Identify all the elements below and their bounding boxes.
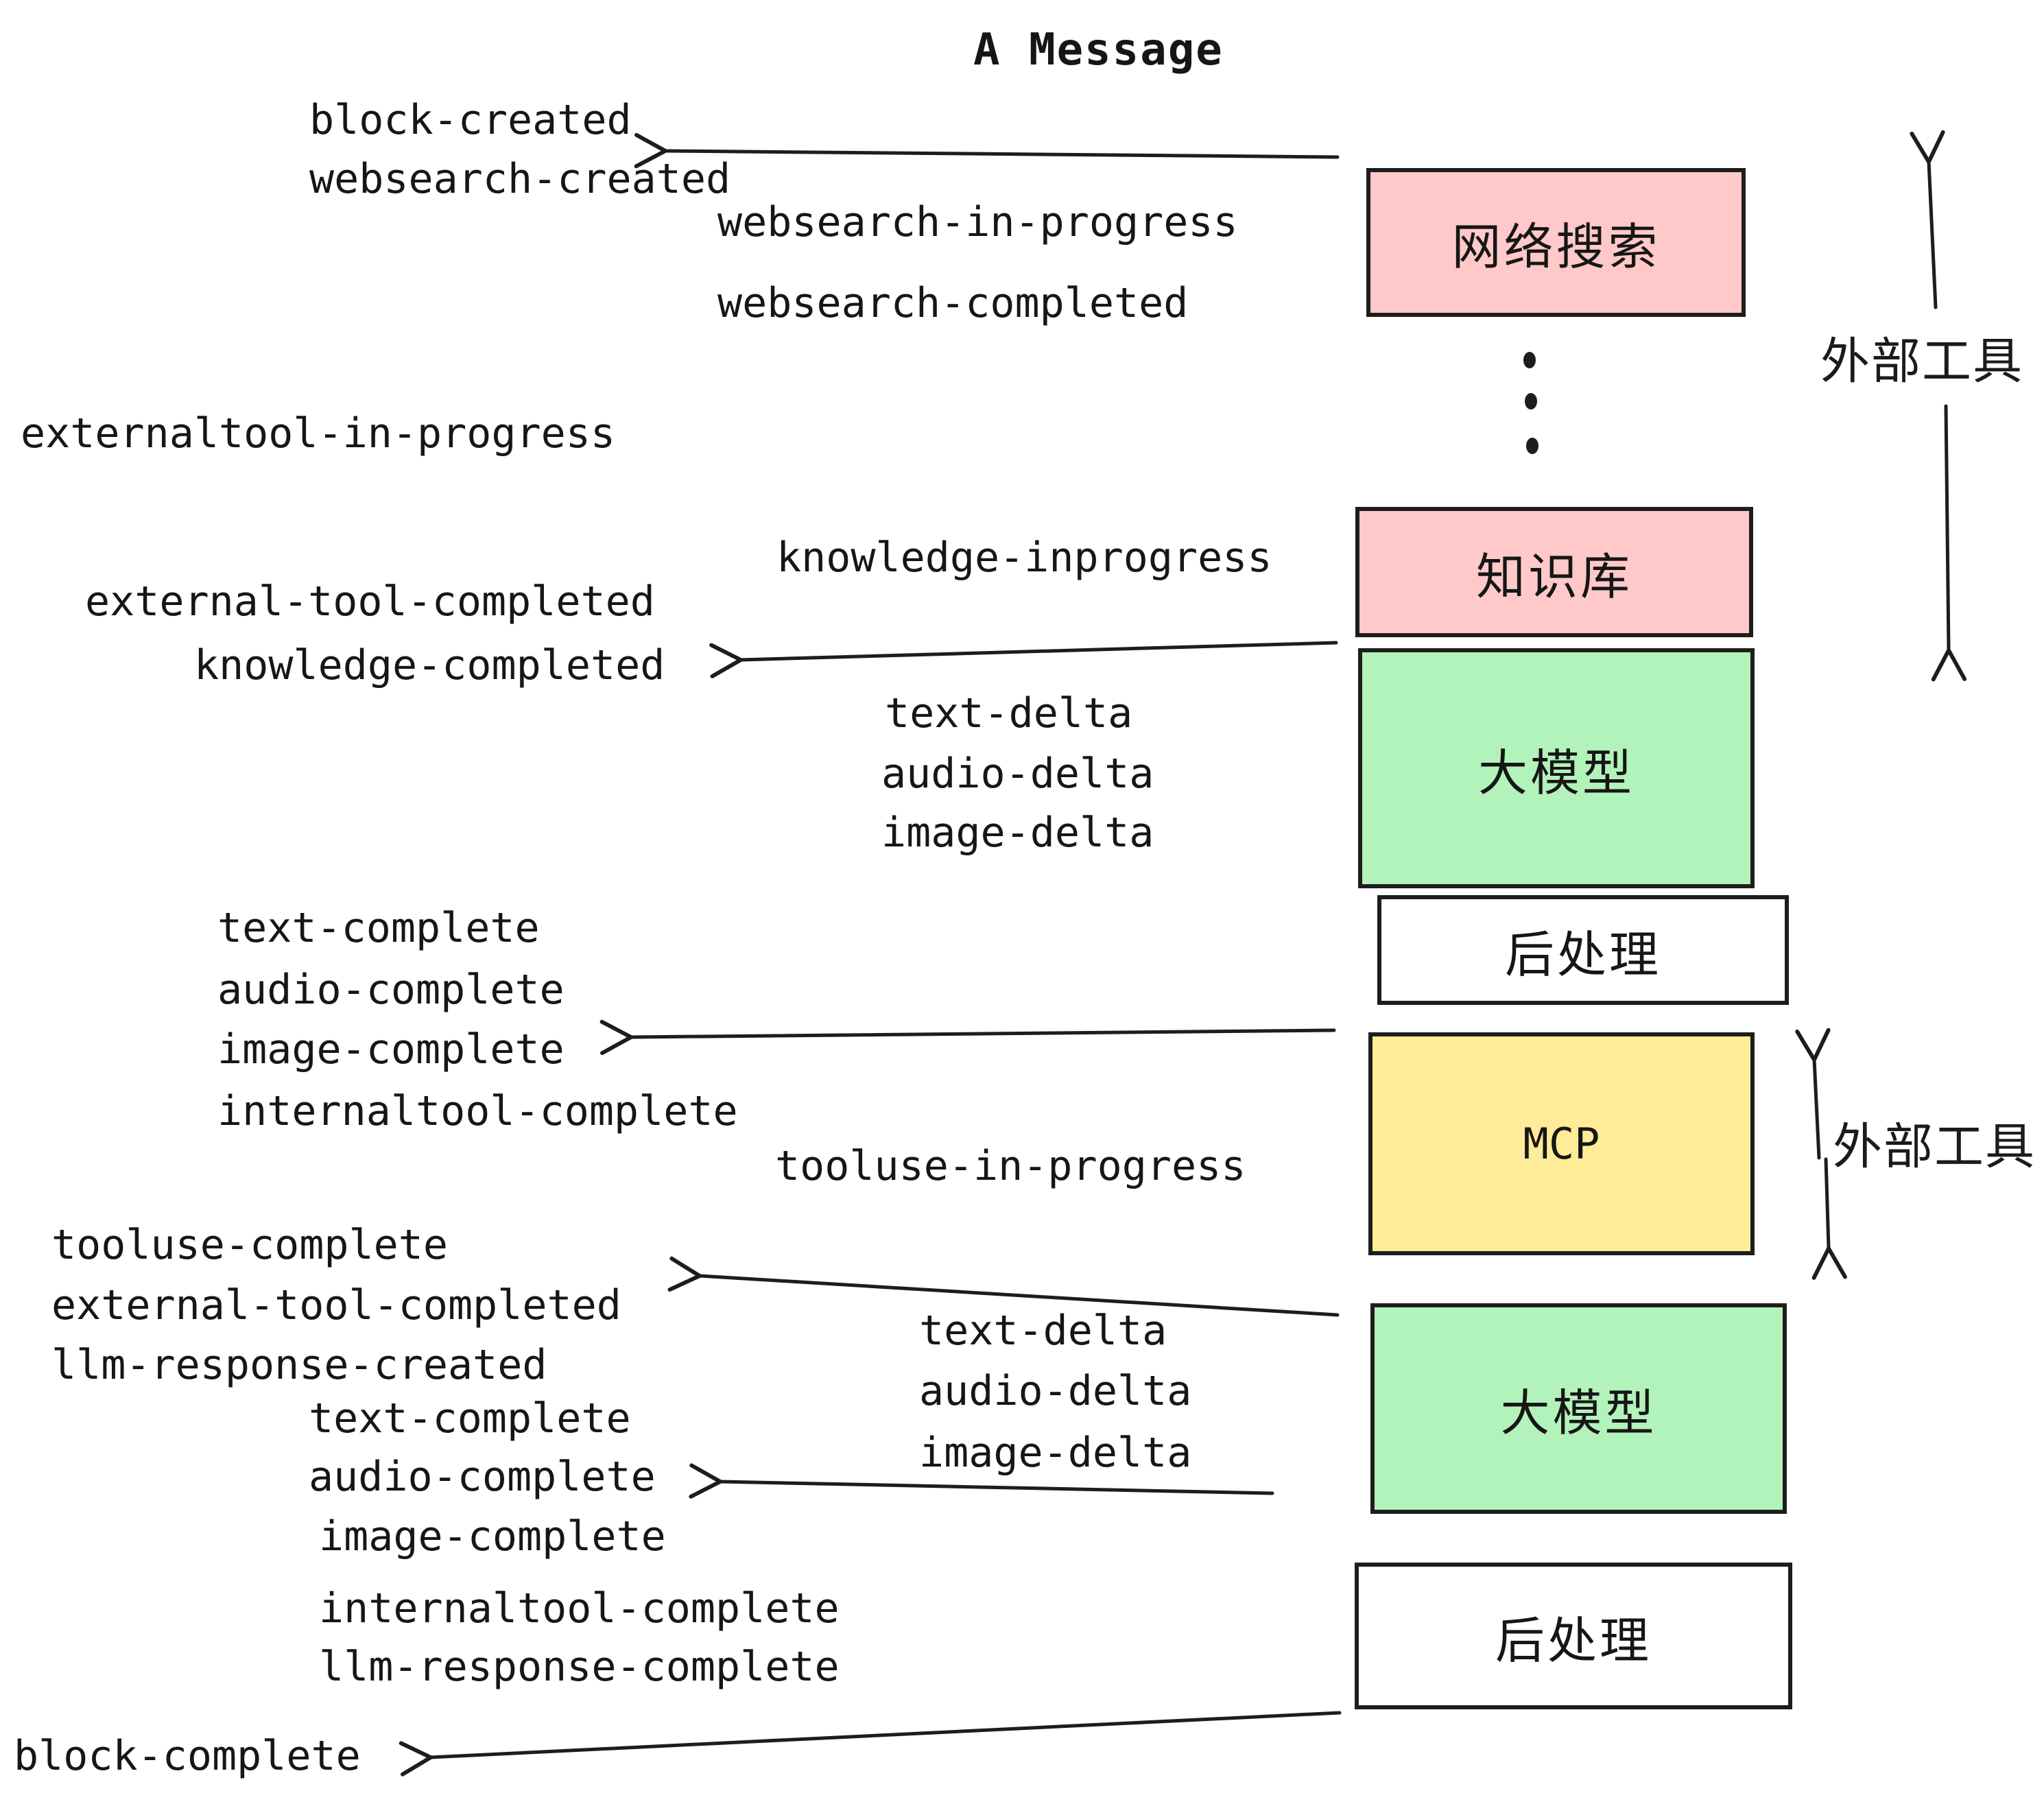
event-label-tooluse-in-progress: tooluse-in-progress — [775, 1142, 1246, 1190]
box-postprocess-bottom: 后处理 — [1355, 1563, 1792, 1709]
side-label-external-tools-top: 外部工具 — [1820, 334, 2024, 390]
box-llm-top-label: 大模型 — [1477, 746, 1635, 801]
event-label-external-tool-completed-2: external-tool-completed — [51, 1281, 621, 1329]
event-label-image-complete-2: image-complete — [319, 1512, 666, 1560]
event-label-knowledge-inprogress: knowledge-inprogress — [776, 534, 1272, 582]
external-tools-arrow-down-bottom — [1811, 1157, 1847, 1280]
box-mcp: MCP — [1368, 1032, 1755, 1255]
event-label-websearch-created: websearch-created — [309, 155, 731, 203]
box-knowledge-base: 知识库 — [1355, 507, 1753, 637]
event-label-internaltool-complete-2: internaltool-complete — [319, 1585, 840, 1633]
event-label-image-delta: image-delta — [881, 809, 1154, 857]
event-label-block-complete: block-complete — [14, 1732, 361, 1780]
event-label-text-complete-2: text-complete — [309, 1394, 631, 1443]
box-mcp-label: MCP — [1523, 1119, 1600, 1169]
event-label-audio-complete: audio-complete — [217, 966, 565, 1014]
box-postprocess-bottom-label: 后处理 — [1495, 1613, 1652, 1669]
event-label-llm-response-complete: llm-response-complete — [319, 1643, 840, 1691]
diagram-title: A Message — [973, 25, 1224, 75]
arrow-websearch-to-block-created — [634, 132, 1340, 169]
event-label-text-delta: text-delta — [885, 689, 1133, 737]
event-label-external-tool-completed: external-tool-completed — [85, 578, 655, 626]
external-tools-arrow-down-top — [1931, 404, 1967, 682]
box-llm-bottom: 大模型 — [1370, 1303, 1787, 1514]
event-label-tooluse-complete: tooluse-complete — [51, 1221, 448, 1269]
external-tools-arrow-up-bottom — [1795, 1028, 1831, 1160]
box-postprocess-top-label: 后处理 — [1504, 927, 1661, 983]
box-websearch: 网络搜索 — [1366, 168, 1746, 317]
box-llm-top: 大模型 — [1358, 648, 1755, 888]
event-label-block-created: block-created — [309, 96, 632, 144]
external-tools-arrow-up-top — [1910, 130, 1945, 309]
event-label-audio-complete-2: audio-complete — [309, 1453, 656, 1501]
event-label-internaltool-complete: internaltool-complete — [217, 1087, 738, 1135]
event-label-externaltool-in-progress: externaltool-in-progress — [21, 410, 615, 458]
event-label-image-delta-2: image-delta — [919, 1429, 1192, 1477]
ellipsis-dots — [1523, 352, 1538, 454]
event-label-websearch-in-progress: websearch-in-progress — [717, 198, 1238, 246]
event-label-text-complete: text-complete — [217, 904, 540, 952]
event-label-llm-response-created: llm-response-created — [51, 1341, 547, 1389]
event-label-websearch-completed: websearch-completed — [717, 279, 1189, 327]
box-websearch-label: 网络搜索 — [1451, 220, 1661, 275]
event-label-knowledge-completed: knowledge-completed — [194, 641, 665, 689]
box-postprocess-top: 后处理 — [1377, 895, 1789, 1005]
side-label-external-tools-bottom: 外部工具 — [1833, 1119, 2036, 1175]
box-knowledge-base-label: 知识库 — [1475, 549, 1632, 605]
event-label-image-complete: image-complete — [217, 1025, 565, 1073]
arrow-post-to-block-complete — [399, 1711, 1342, 1777]
arrow-llm-to-audio-complete — [689, 1463, 1274, 1499]
arrow-knowledge-to-knowledge-completed — [709, 641, 1338, 678]
event-label-audio-delta: audio-delta — [881, 750, 1154, 798]
event-label-text-delta-2: text-delta — [919, 1307, 1167, 1355]
box-llm-bottom-label: 大模型 — [1500, 1386, 1657, 1441]
arrow-post-to-image-complete — [599, 1019, 1336, 1056]
event-label-audio-delta-2: audio-delta — [919, 1367, 1192, 1415]
